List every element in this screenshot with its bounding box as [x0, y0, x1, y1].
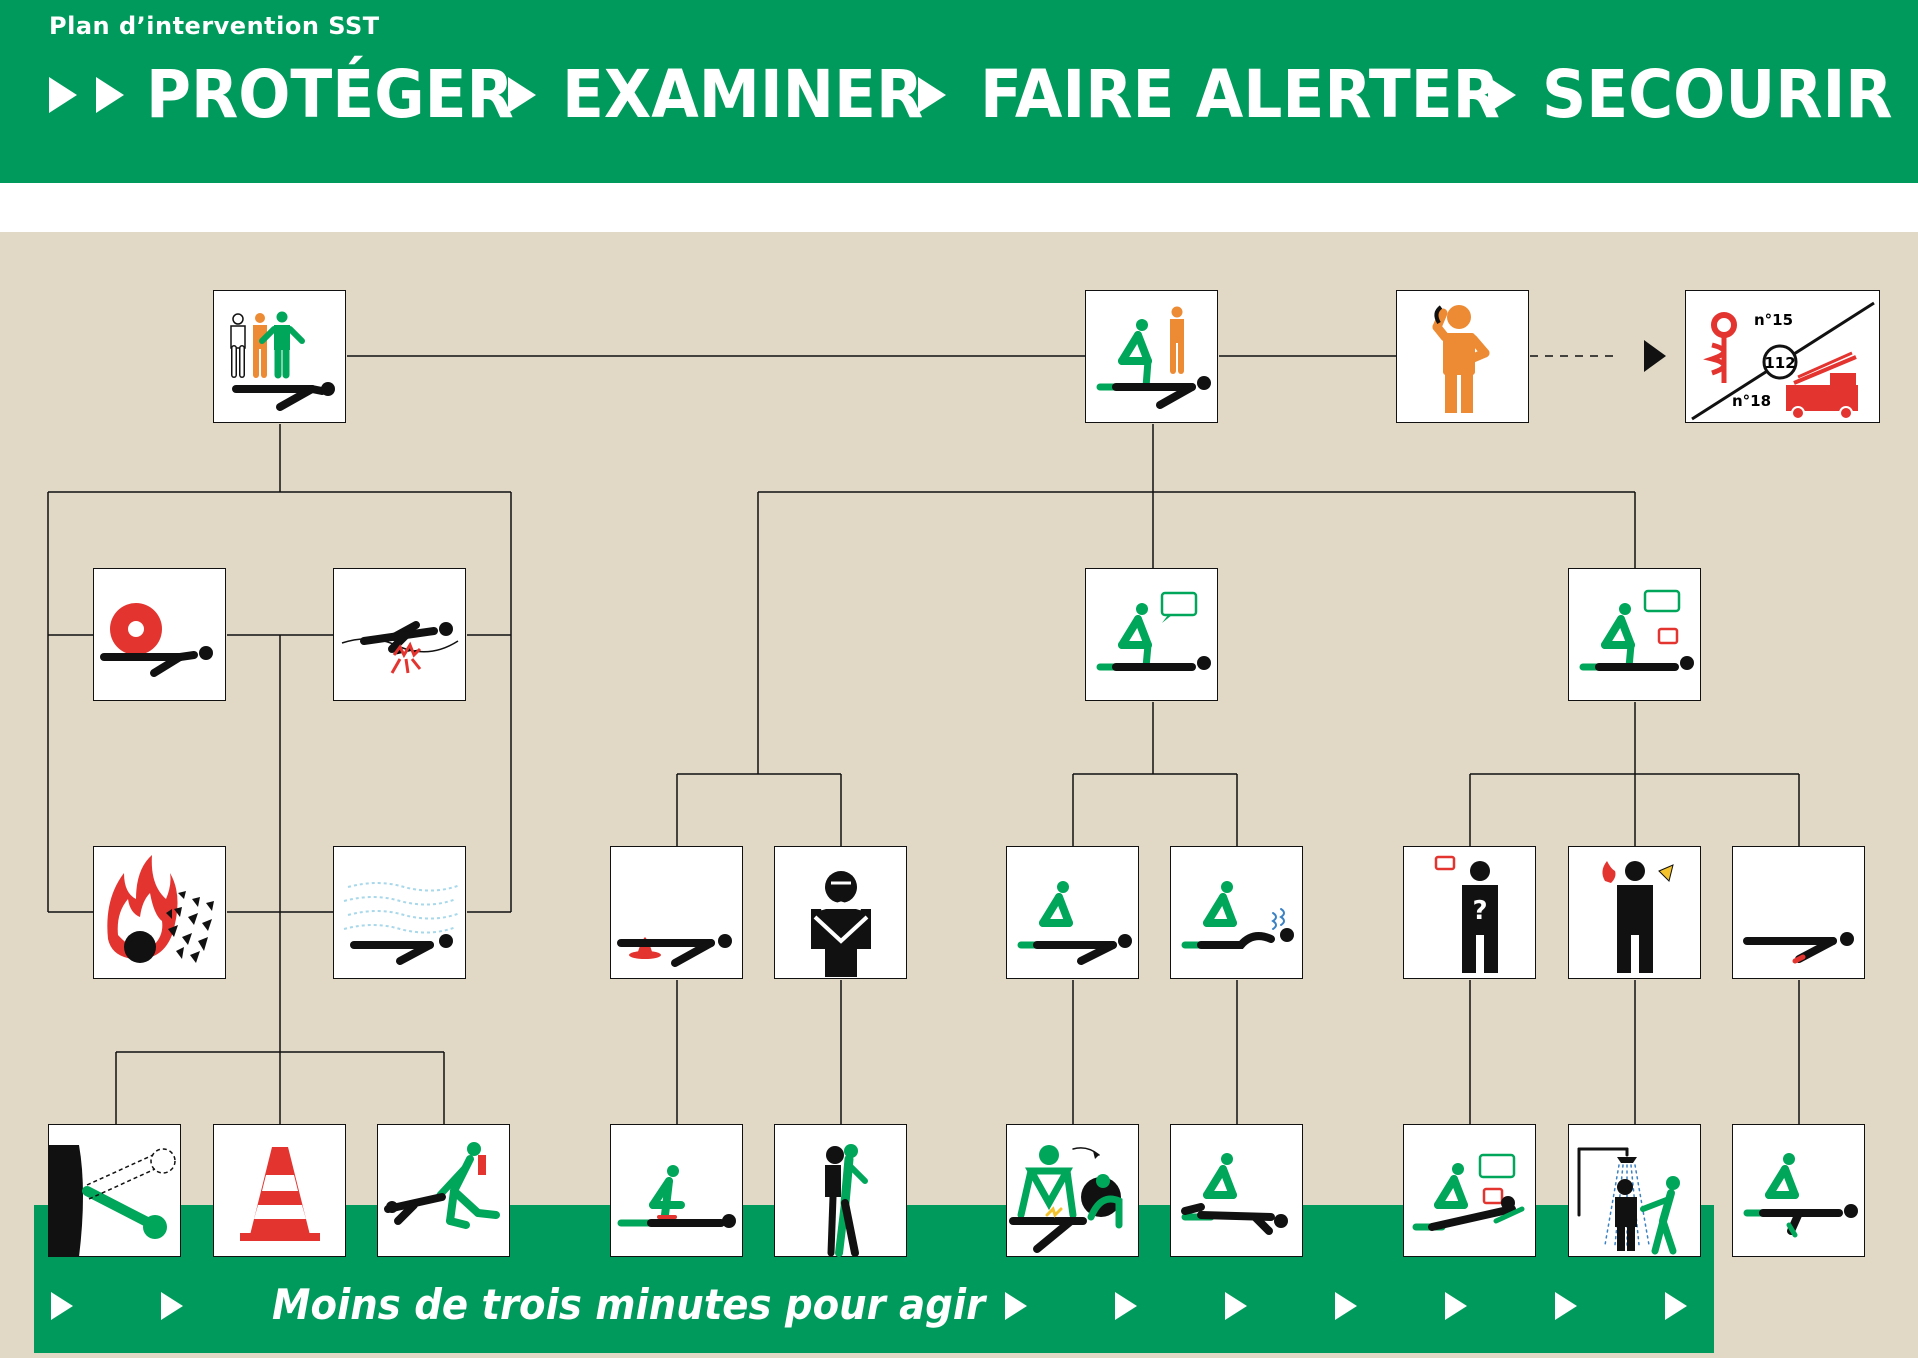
header-banner: Plan d’intervention SST PROTÉGER EXAMINE… [0, 0, 1918, 183]
cooling-shower-icon [1568, 1124, 1701, 1257]
step-faire-alerter: FAIRE ALERTER [980, 56, 1500, 133]
compression-icon [610, 1124, 743, 1257]
play-arrow-icon [508, 77, 536, 113]
steps-row: PROTÉGER EXAMINER FAIRE ALERTER SECOURIR [0, 55, 1918, 135]
play-arrow-icon [1115, 1292, 1137, 1320]
crush-hazard-icon [93, 568, 226, 701]
play-arrow-icon [1445, 1292, 1467, 1320]
emergency-services-icon: 112 n°15 n°18 [1685, 290, 1880, 423]
question-victim-icon [1085, 568, 1218, 701]
recovery-position-icon [1170, 1124, 1303, 1257]
examine-victim-icon [1085, 290, 1218, 423]
wound-care-icon [1732, 1124, 1865, 1257]
plan-subtitle: Plan d’intervention SST [49, 12, 380, 40]
play-arrow-icon [1665, 1292, 1687, 1320]
breathing-icon [1170, 846, 1303, 979]
no-breathing-icon [1006, 846, 1139, 979]
step-secourir: SECOURIR [1542, 56, 1893, 133]
footer-slogan: Moins de trois minutes pour agir [272, 1280, 986, 1329]
back-blows-icon [774, 1124, 907, 1257]
electric-hazard-icon [333, 568, 466, 701]
play-arrow-icon [1335, 1292, 1357, 1320]
play-arrow-icon [1488, 77, 1516, 113]
bleeding-icon [610, 846, 743, 979]
traffic-cone-icon [213, 1124, 346, 1257]
step-proteger: PROTÉGER [146, 56, 514, 133]
play-arrow-icon [1005, 1292, 1027, 1320]
svg-text:?: ? [1472, 896, 1487, 926]
malaise-icon: ? [1403, 846, 1536, 979]
play-arrow-icon [1555, 1292, 1577, 1320]
fire-explosion-icon [93, 846, 226, 979]
play-arrow-icon [1225, 1292, 1247, 1320]
phone-call-icon [1396, 290, 1529, 423]
toxic-gas-icon [333, 846, 466, 979]
play-arrow-icon [51, 1292, 73, 1320]
play-arrow-icon [161, 1292, 183, 1320]
burn-icon [1568, 846, 1701, 979]
pompiers-number: n°18 [1732, 392, 1771, 410]
play-arrow-icon [918, 77, 946, 113]
european-number: 112 [1764, 354, 1795, 372]
question-victim-answers-icon [1568, 568, 1701, 701]
emergency-drag-icon [377, 1124, 510, 1257]
cut-power-icon [48, 1124, 181, 1257]
choking-icon [774, 846, 907, 979]
cpr-defibrillator-icon [1006, 1124, 1139, 1257]
play-arrow-icon [49, 77, 77, 113]
wound-icon [1732, 846, 1865, 979]
samu-number: n°15 [1754, 311, 1793, 329]
rest-position-icon [1403, 1124, 1536, 1257]
protect-rescuers-icon [213, 290, 346, 423]
play-arrow-icon [96, 77, 124, 113]
step-examiner: EXAMINER [562, 56, 924, 133]
